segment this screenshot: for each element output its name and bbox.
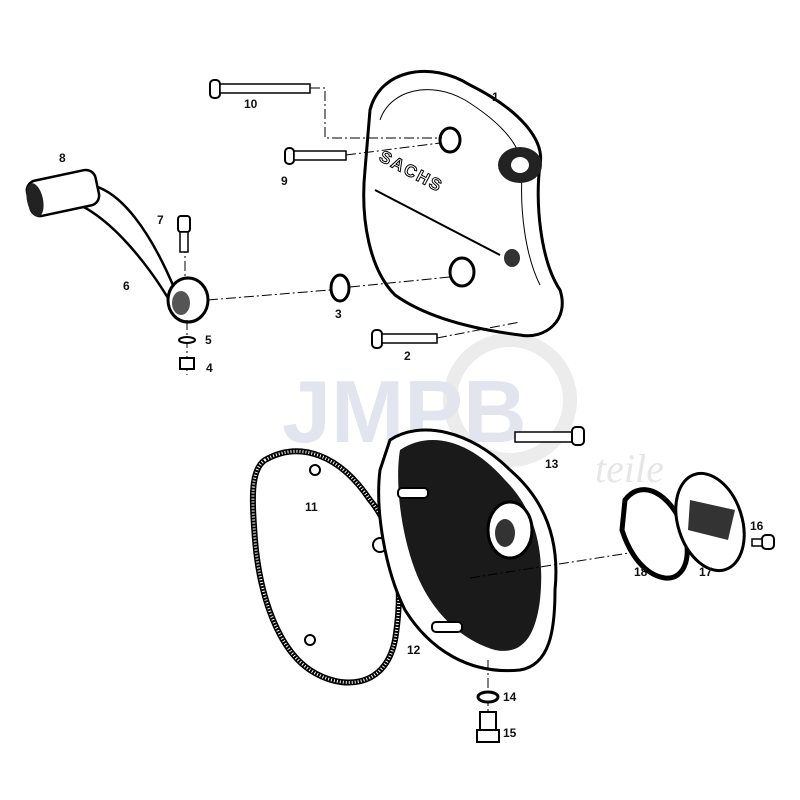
gasket-11 — [249, 448, 402, 686]
label-4: 4 — [206, 361, 213, 375]
drain-plug-15 — [476, 711, 500, 743]
washer-5 — [178, 336, 196, 344]
label-18: 18 — [634, 565, 648, 579]
bolt-2 — [371, 321, 521, 349]
label-7: 7 — [157, 213, 164, 227]
label-2: 2 — [404, 349, 411, 363]
label-12: 12 — [407, 643, 421, 657]
bolt-9 — [284, 142, 441, 165]
label-8: 8 — [59, 151, 66, 165]
pinch-bolt-7 — [177, 215, 191, 253]
label-1: 1 — [492, 90, 499, 104]
label-3: 3 — [335, 307, 342, 321]
label-6: 6 — [123, 279, 130, 293]
label-15: 15 — [503, 726, 517, 740]
bolt-10 — [209, 79, 442, 139]
watermark-gear-icon — [443, 333, 577, 467]
label-17: 17 — [699, 565, 713, 579]
label-5: 5 — [205, 333, 212, 347]
label-10: 10 — [244, 97, 258, 111]
watermark-sub: teile — [595, 446, 664, 491]
bolt-13 — [514, 426, 585, 446]
kickstart-lever — [25, 168, 331, 375]
label-14: 14 — [503, 690, 517, 704]
label-16: 16 — [750, 519, 764, 533]
part-labels: 1 2 3 4 5 6 7 8 9 10 11 12 13 14 15 16 1… — [59, 90, 764, 740]
clutch-cover: SACHS — [362, 69, 564, 338]
seal-3 — [329, 273, 451, 303]
inner-cover-12 — [377, 428, 681, 740]
label-11: 11 — [305, 500, 318, 514]
nut-4 — [179, 357, 195, 370]
gasket-18 — [619, 487, 690, 581]
screw-16 — [751, 534, 775, 550]
washer-14 — [476, 690, 500, 704]
label-9: 9 — [281, 174, 288, 188]
label-13: 13 — [545, 457, 559, 471]
cover-plate-17 — [674, 471, 746, 573]
